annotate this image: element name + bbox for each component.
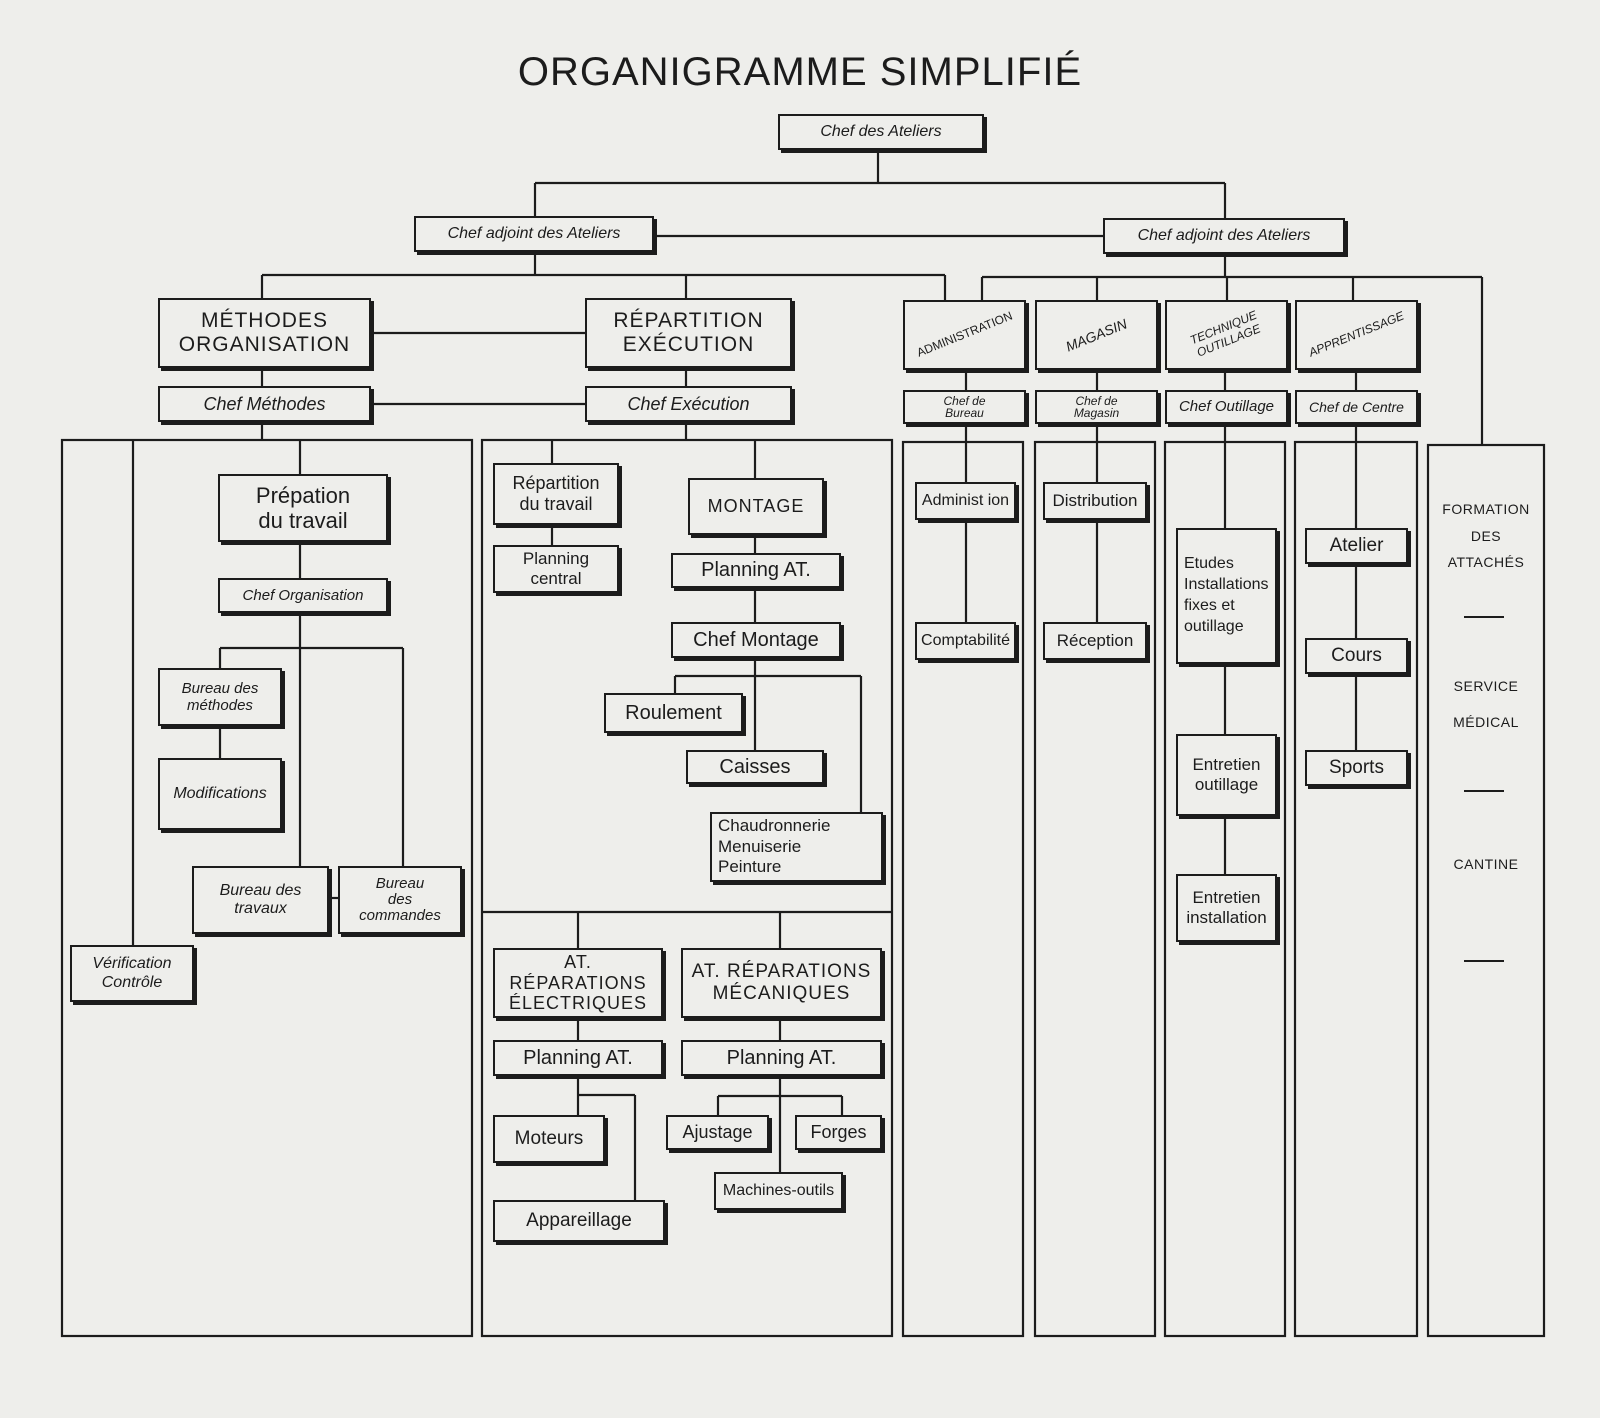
at-reparations-electriques-box: AT. RÉPARATIONS ÉLECTRIQUES — [493, 948, 663, 1018]
chef-organisation-box: Chef Organisation — [218, 578, 388, 613]
divider-1 — [1464, 616, 1504, 618]
chaudronnerie-box: Chaudronnerie Menuiserie Peinture — [710, 812, 883, 882]
chef-adjoint-right-box: Chef adjoint des Ateliers — [1103, 218, 1345, 254]
chef-de-magasin-box: Chef de Magasin — [1035, 390, 1158, 424]
apprentissage-box: APPRENTISSAGE — [1295, 300, 1418, 370]
planning-at-electriques-box: Planning AT. — [493, 1040, 663, 1076]
ajustage-box: Ajustage — [666, 1115, 769, 1150]
repartition-du-travail-box: Répartition du travail — [493, 463, 619, 525]
prepation-travail-box: Prépation du travail — [218, 474, 388, 542]
page-title: ORGANIGRAMME SIMPLIFIÉ — [517, 50, 1083, 94]
repartition-execution-box: RÉPARTITION EXÉCUTION — [585, 298, 792, 368]
moteurs-box: Moteurs — [493, 1115, 605, 1163]
divider-2 — [1464, 790, 1504, 792]
chef-adjoint-left-box: Chef adjoint des Ateliers — [414, 216, 654, 252]
planning-at-mecaniques-box: Planning AT. — [681, 1040, 882, 1076]
chef-outillage-box: Chef Outillage — [1165, 390, 1288, 424]
appareillage-box: Appareillage — [493, 1200, 665, 1242]
administration-label: ADMINISTRATION — [914, 308, 1014, 360]
bureau-des-commandes-box: Bureau des commandes — [338, 866, 462, 934]
methodes-organisation-box: MÉTHODES ORGANISATION — [158, 298, 371, 368]
etudes-installations-box: Etudes Installations fixes et outillage — [1176, 528, 1277, 664]
formation-des-attaches: FORMATION DES ATTACHÉS — [1442, 501, 1530, 571]
cantine: CANTINE — [1453, 856, 1519, 872]
technique-outillage-label: TECHNIQUE OUTILLAGE — [1188, 308, 1263, 360]
verification-controle-box: Vérification Contrôle — [70, 945, 194, 1002]
distribution-box: Distribution — [1043, 482, 1147, 520]
service-medical: SERVICE MÉDICAL — [1453, 678, 1519, 731]
comptabilite-box: Comptabilité — [915, 622, 1016, 660]
chef-methodes-box: Chef Méthodes — [158, 386, 371, 422]
at-reparations-mecaniques-box: AT. RÉPARATIONS MÉCANIQUES — [681, 948, 882, 1018]
planning-at-montage-box: Planning AT. — [671, 553, 841, 588]
roulement-box: Roulement — [604, 693, 743, 733]
machines-outils-box: Machines-outils — [714, 1172, 843, 1210]
reception-box: Réception — [1043, 622, 1147, 660]
sports-box: Sports — [1305, 750, 1408, 786]
atelier-box: Atelier — [1305, 528, 1408, 564]
forges-box: Forges — [795, 1115, 882, 1150]
chef-des-ateliers-box: Chef des Ateliers — [778, 114, 984, 150]
cours-box: Cours — [1305, 638, 1408, 674]
caisses-box: Caisses — [686, 750, 824, 784]
chef-montage-box: Chef Montage — [671, 622, 841, 658]
chef-execution-box: Chef Exécution — [585, 386, 792, 422]
magasin-label: MAGASIN — [1063, 315, 1130, 355]
entretien-installation-box: Entretien installation — [1176, 874, 1277, 942]
administration-sub-box: Administ ion — [915, 482, 1016, 520]
bureau-des-methodes-box: Bureau des méthodes — [158, 668, 282, 726]
chef-de-centre-box: Chef de Centre — [1295, 390, 1418, 424]
chef-de-bureau-box: Chef de Bureau — [903, 390, 1026, 424]
divider-3 — [1464, 960, 1504, 962]
magasin-box: MAGASIN — [1035, 300, 1158, 370]
bureau-des-travaux-box: Bureau des travaux — [192, 866, 329, 934]
apprentissage-label: APPRENTISSAGE — [1306, 308, 1406, 360]
modifications-box: Modifications — [158, 758, 282, 830]
planning-central-box: Planning central — [493, 545, 619, 593]
technique-outillage-box: TECHNIQUE OUTILLAGE — [1165, 300, 1288, 370]
entretien-outillage-box: Entretien outillage — [1176, 734, 1277, 816]
montage-box: MONTAGE — [688, 478, 824, 535]
administration-box: ADMINISTRATION — [903, 300, 1026, 370]
